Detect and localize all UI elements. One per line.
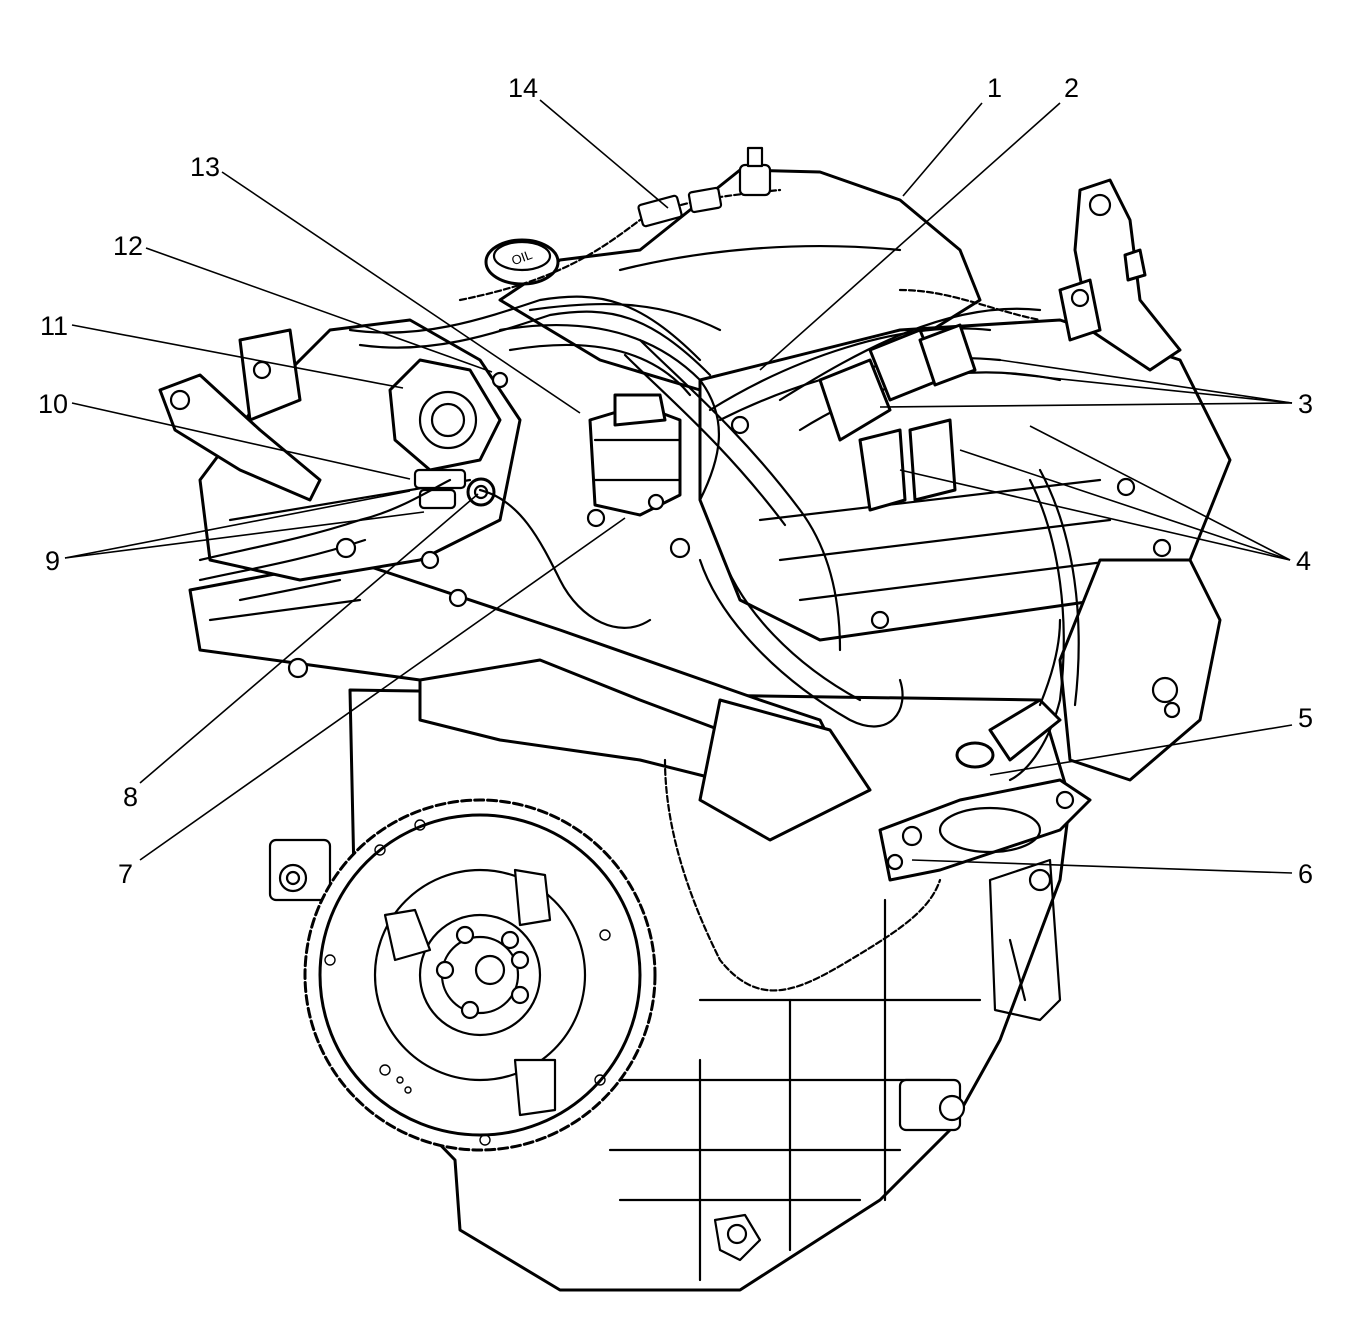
- leader-lines: [64, 99, 1293, 874]
- ignition-wires: [708, 307, 1062, 512]
- callout-10: 10: [38, 389, 68, 419]
- leader-3a: [999, 359, 1293, 404]
- leader-9b: [64, 511, 425, 559]
- callout-labels: 1 2 3 4 5 6 7 8 9 10 11 12 13 14: [38, 73, 1313, 889]
- leader-7: [139, 517, 626, 861]
- leader-3b: [1002, 372, 1293, 404]
- callout-2: 2: [1064, 73, 1079, 103]
- egr-valve: [588, 393, 682, 517]
- fuel-fittings: [413, 468, 496, 510]
- callout-11: 11: [40, 311, 68, 341]
- leader-4a: [1029, 425, 1291, 561]
- leader-9a: [64, 490, 411, 559]
- callout-8: 8: [123, 782, 138, 812]
- oil-cap-text: OIL: [509, 247, 534, 268]
- callout-6: 6: [1298, 859, 1313, 889]
- leader-8: [139, 493, 479, 784]
- callout-5: 5: [1298, 703, 1313, 733]
- leader-10: [71, 402, 411, 480]
- egr-tube: [623, 338, 842, 652]
- leader-3c: [879, 402, 1293, 408]
- callout-9: 9: [45, 546, 60, 576]
- leader-12: [145, 247, 493, 373]
- lower-harness: [663, 758, 942, 992]
- callout-13: 13: [190, 152, 220, 182]
- callout-12: 12: [113, 231, 143, 261]
- exhaust-flange: [878, 778, 1092, 882]
- wiring-harness-top: [458, 146, 1042, 322]
- leader-4b: [959, 449, 1291, 561]
- oil-fill-cap: OIL: [484, 238, 560, 286]
- callout-1: 1: [987, 73, 1002, 103]
- accessory-bracket-left: [158, 328, 322, 502]
- leader-2: [759, 102, 1061, 371]
- leader-13: [221, 171, 581, 414]
- leader-6: [911, 859, 1293, 874]
- callout-7: 7: [118, 859, 133, 889]
- leader-11: [71, 324, 404, 389]
- callout-14: 14: [508, 73, 538, 103]
- engine-illustration: OIL: [158, 146, 1232, 1292]
- flywheel: [303, 798, 657, 1152]
- leader-4c: [899, 469, 1291, 561]
- throttle-body: [388, 358, 502, 472]
- callout-3: 3: [1298, 389, 1313, 419]
- oxygen-sensor: [955, 618, 1062, 769]
- exhaust-crossover: [188, 558, 872, 842]
- leader-14: [539, 99, 669, 209]
- leader-1: [902, 102, 983, 197]
- leader-5: [989, 724, 1293, 776]
- lifting-bracket: [1058, 178, 1182, 372]
- bolts: [335, 371, 1172, 630]
- callout-4: 4: [1296, 546, 1311, 576]
